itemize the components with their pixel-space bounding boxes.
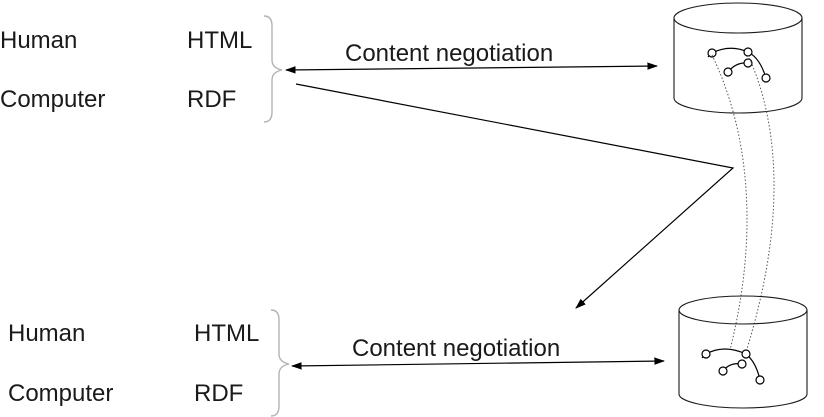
top-block: Human HTML Computer RDF Content negotiat… [0,15,659,123]
top-rdf-graph-icon [707,47,771,83]
bottom-html-label: HTML [194,320,259,347]
top-negotiation-arrow [284,62,659,74]
bottom-negotiation-arrow [290,357,666,370]
bottom-brace [270,309,290,417]
top-brace [263,15,283,123]
dotted-links [711,54,775,353]
top-rdf-label: RDF [187,86,236,113]
bottom-block: Human HTML Computer RDF Content negotiat… [8,309,666,417]
bottom-human-label: Human [8,320,85,347]
bottom-computer-label: Computer [8,380,113,407]
top-computer-label: Computer [0,86,105,113]
bottom-rdf-label: RDF [194,380,243,407]
top-human-label: Human [0,27,77,54]
link-arrow [295,83,735,309]
bottom-database-icon [678,295,808,409]
bottom-rdf-graph-icon [701,348,765,385]
bottom-negotiation-label: Content negotiation [352,335,560,362]
top-html-label: HTML [187,27,252,54]
top-database-icon [673,2,803,114]
top-negotiation-label: Content negotiation [345,40,553,67]
